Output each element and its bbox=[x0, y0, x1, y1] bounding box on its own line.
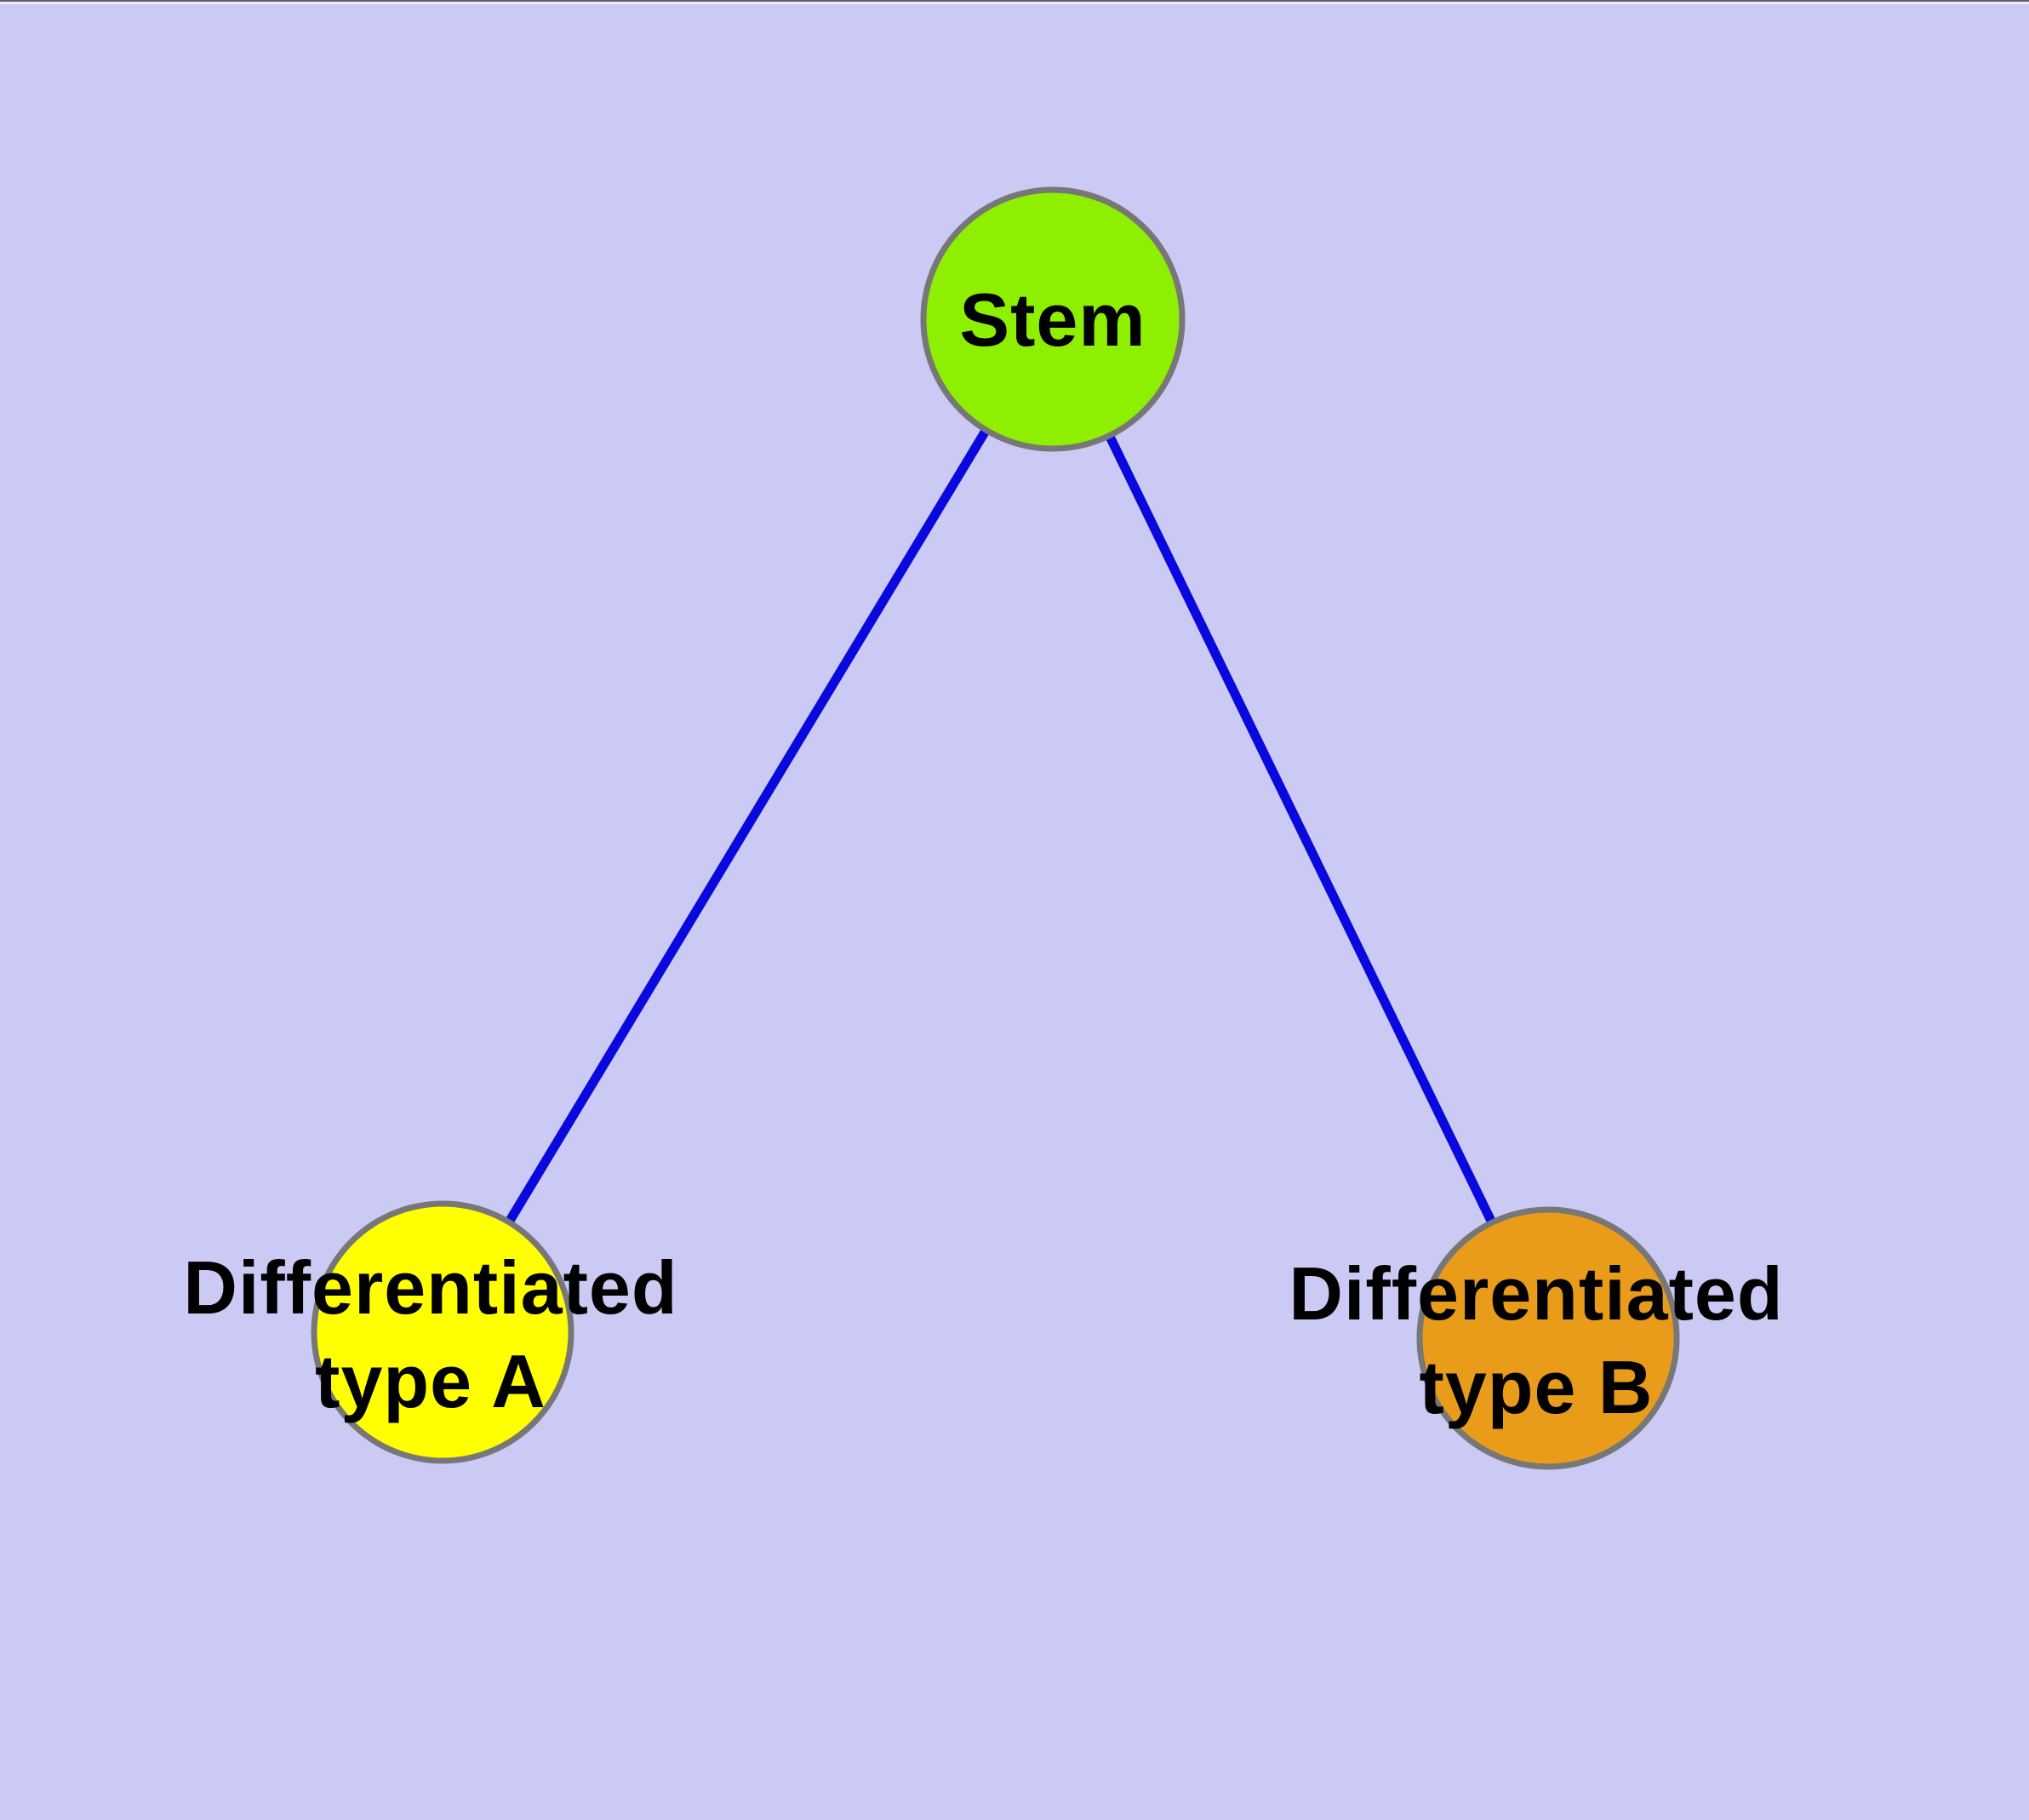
edge-stem-to-diff-a bbox=[438, 317, 1057, 1335]
node-circle-diff-a bbox=[311, 1200, 574, 1464]
node-label-diff-b: Differentiated type B bbox=[1289, 1251, 1783, 1429]
edge-stem-to-diff-b bbox=[1049, 317, 1552, 1341]
window-top-edge bbox=[0, 0, 2029, 2]
node-label-diff-b-line-2: type B bbox=[1420, 1345, 1654, 1429]
edges-layer bbox=[438, 317, 1552, 1341]
window-top-edge-highlight bbox=[0, 2, 2029, 4]
node-circle-diff-b bbox=[1416, 1206, 1680, 1470]
node-circle-stem bbox=[920, 186, 1186, 452]
node-label-diff-b-line-1: Differentiated bbox=[1289, 1251, 1783, 1336]
nodes-layer bbox=[311, 186, 1680, 1470]
node-label-diff-a-line-1: Differentiated bbox=[183, 1245, 677, 1330]
node-label-diff-a: Differentiated type A bbox=[183, 1245, 677, 1423]
node-label-stem: Stem bbox=[959, 278, 1146, 362]
node-label-stem-line-1: Stem bbox=[959, 278, 1146, 362]
node-label-diff-a-line-2: type A bbox=[315, 1339, 546, 1423]
